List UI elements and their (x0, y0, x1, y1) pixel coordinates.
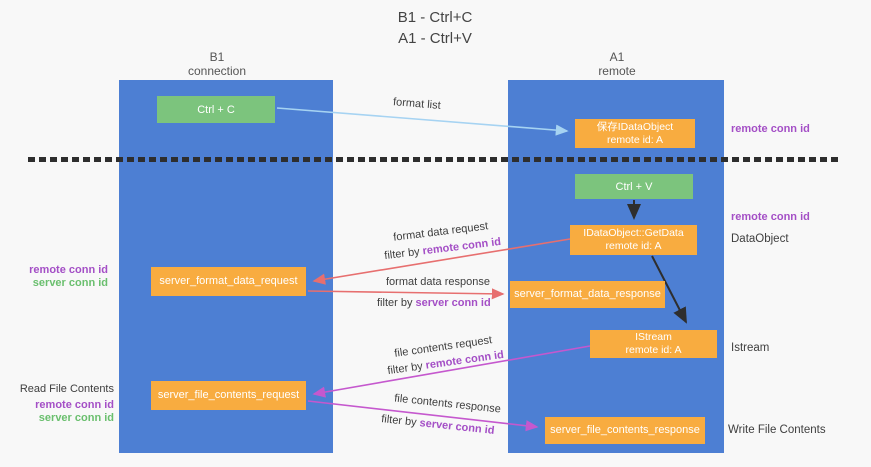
istream-side-label: Istream (731, 342, 770, 354)
format-data-response-arrow (307, 288, 505, 300)
remote-conn-id-accent: remote conn id (421, 235, 502, 258)
write-file-contents-label: Write File Contents (728, 424, 826, 436)
right-header-role: remote (598, 64, 636, 78)
getdata-title: IDataObject::GetData (583, 227, 684, 239)
remote-conn-id-label-mid: remote conn id (731, 211, 810, 223)
right-header-name: A1 (609, 50, 625, 64)
server-file-contents-request-label: server_file_contents_request (157, 389, 300, 401)
dataobject-label: DataObject (731, 233, 789, 245)
filter-by-text: filter by (383, 245, 424, 263)
getdata-remote-id: remote id: A (605, 240, 662, 252)
filter-by-text: filter by (377, 297, 416, 309)
server-format-data-request-label: server_format_data_request (159, 275, 298, 287)
copy-paste-separator-line (28, 157, 838, 162)
read-file-contents-block: Read File Contents remote conn id server… (8, 383, 114, 425)
istream-box: IStream remote id: A (590, 330, 717, 358)
ctrl-c-box: Ctrl + C (157, 96, 275, 123)
ctrl-v-box: Ctrl + V (575, 174, 693, 199)
remote-conn-id-label-left: remote conn id (29, 264, 108, 276)
server-format-data-response-label: server_format_data_response (514, 288, 661, 300)
server-file-contents-response-box: server_file_contents_response (545, 417, 705, 444)
ctrl-c-label: Ctrl + C (197, 103, 235, 116)
left-header-name: B1 (209, 50, 225, 64)
file-contents-response-label: file contents response (393, 392, 502, 416)
server-conn-id-accent: server conn id (415, 297, 491, 309)
server-conn-id-label-bottom-left: server conn id (38, 412, 114, 424)
save-idataobject-title: 保存IDataObject (596, 120, 674, 133)
filter-by-text: filter by (386, 359, 427, 378)
file-contents-response-filter-label: filter by server conn id (381, 413, 495, 437)
left-column-header: B1 connection (157, 50, 277, 78)
server-conn-id-label-left: server conn id (32, 277, 108, 289)
diagram-title: B1 - Ctrl+C A1 - Ctrl+V (300, 7, 570, 49)
idataobject-getdata-box: IDataObject::GetData remote id: A (570, 225, 697, 255)
server-file-contents-request-box: server_file_contents_request (151, 381, 306, 410)
server-format-data-request-box: server_format_data_request (151, 267, 306, 296)
filter-by-text: filter by (380, 413, 421, 430)
server-conn-id-accent: server conn id (418, 417, 496, 437)
format-data-response-label: format data response (386, 276, 490, 288)
format-list-label: format list (392, 96, 442, 112)
title-line-2: A1 - Ctrl+V (398, 30, 472, 47)
remote-conn-id-label-top: remote conn id (731, 123, 810, 135)
istream-remote-id: remote id: A (625, 344, 682, 356)
istream-title: IStream (635, 331, 672, 343)
left-header-role: connection (187, 64, 247, 78)
ctrl-v-label: Ctrl + V (615, 180, 653, 193)
left-conn-id-block: remote conn id server conn id (8, 264, 108, 290)
server-file-contents-response-label: server_file_contents_response (550, 424, 700, 436)
right-column-header: A1 remote (557, 50, 677, 78)
save-idataobject-box: 保存IDataObject remote id: A (575, 119, 695, 148)
save-idataobject-remote-id: remote id: A (606, 133, 664, 146)
remote-conn-id-label-bottom-left: remote conn id (35, 399, 114, 411)
format-data-response-filter-label: filter by server conn id (377, 297, 491, 309)
read-file-contents-label: Read File Contents (19, 383, 114, 395)
server-format-data-response-box: server_format_data_response (510, 281, 665, 308)
title-line-1: B1 - Ctrl+C (397, 9, 473, 26)
